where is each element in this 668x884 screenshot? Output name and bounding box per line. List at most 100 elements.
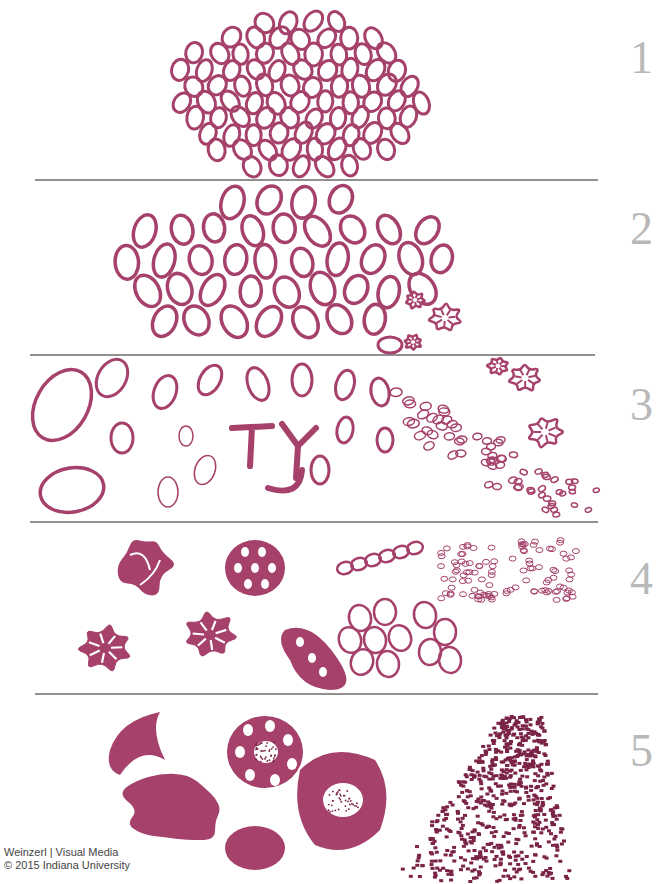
gland-ring [520,568,527,573]
single-cell [500,851,504,854]
single-cell [471,857,475,860]
single-cell [499,751,503,754]
gland-ring [216,301,253,342]
gland-ring [373,211,405,247]
single-cell [522,826,526,829]
gland-slit [414,302,417,306]
single-cell [520,716,524,719]
single-cell [495,797,499,800]
single-cell [518,868,522,871]
single-cell [534,786,538,789]
gland-ring [519,468,528,476]
single-cell [539,809,543,812]
papillary-gland [429,304,461,330]
single-cell [524,786,528,789]
necrotic-debris [329,794,331,796]
gland-slit [533,431,541,433]
single-cell [510,769,514,772]
gland-ring [325,182,357,217]
single-cell [528,718,532,721]
single-cell [552,785,556,788]
gland-ring [386,622,415,654]
gland-ring [204,72,230,98]
single-cell [435,851,439,854]
single-cell [445,869,449,872]
single-cell [495,880,499,883]
gland-ring [536,548,543,553]
single-cell [512,733,516,736]
necrotic-debris [349,797,351,799]
gland-ring [209,106,228,129]
single-cell [481,824,485,827]
single-cell [499,858,503,861]
gland-ring [572,549,579,554]
single-cell [409,875,413,878]
gland-ring [557,538,564,543]
necrotic-debris [338,809,340,811]
single-cell [484,856,488,859]
necrotic-debris [272,746,274,748]
single-cell [449,854,453,857]
gland-ring [462,561,469,566]
single-cell [460,791,464,794]
necrotic-debris [347,801,349,803]
necrotic-debris [262,750,264,752]
single-cell [524,791,528,794]
single-cell [452,846,456,849]
gland-ring [169,90,194,116]
necrotic-debris [273,757,275,759]
single-cell [538,780,542,783]
gland-ring [438,564,445,569]
single-cell [533,772,537,775]
cribriform-lumen [243,724,253,736]
gland-ring [563,556,570,561]
necrotic-debris [332,810,334,812]
gland-ring [369,377,392,408]
single-cell [532,798,536,801]
single-cell [567,869,571,872]
cribriform-lumen [287,758,297,770]
single-cell [492,794,496,797]
gland-slit [111,646,122,649]
gland-ring [193,361,226,399]
single-cell [524,787,528,790]
gland-ring [438,596,445,601]
single-cell [505,764,509,767]
necrotic-debris [336,793,338,795]
necrosis-center [323,783,363,817]
cribriform-gland [281,628,346,690]
single-cell [502,835,506,838]
single-cell [554,835,558,838]
gland-ring [311,456,329,484]
single-cell [535,746,539,749]
single-cell [533,822,537,825]
necrotic-debris [357,807,359,809]
single-cell [446,873,450,876]
single-cell [529,870,533,873]
gland-ring [543,580,550,585]
single-cell [487,771,491,774]
gland-ring [197,121,219,147]
gland-ring [243,365,273,404]
gland-ring [448,585,455,590]
single-cell [492,811,496,814]
single-cell [514,855,518,858]
gland-slit [216,630,227,633]
single-cell [479,802,483,805]
single-cell [433,840,437,843]
single-cell [516,726,520,729]
gland-slit [528,376,535,377]
gland-ring [403,268,441,309]
cribriform-gland [225,540,285,596]
gland-ring [303,106,326,131]
gland-ring [179,302,214,340]
gland-ring [111,423,133,453]
single-cell [514,842,518,845]
single-cell [534,809,538,812]
necrotic-debris [348,798,350,800]
fused-gland [118,540,174,595]
necrotic-debris [340,799,342,801]
single-cell [539,770,543,773]
single-cell [458,781,462,784]
gland-slit [212,621,216,630]
